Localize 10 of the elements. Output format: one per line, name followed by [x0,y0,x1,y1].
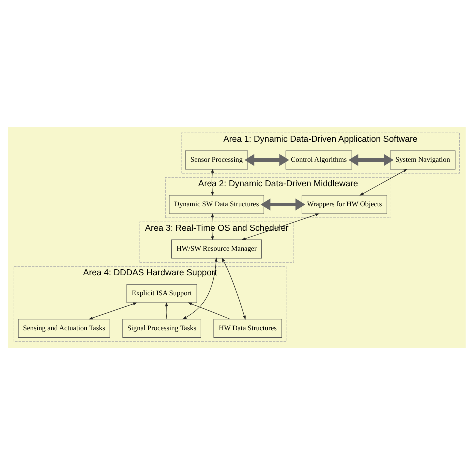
arrow [165,302,168,319]
arrow [244,154,290,166]
arrow [360,168,408,196]
arrow [88,302,138,320]
arrow [348,154,394,166]
arrow [182,257,218,320]
arrow [222,257,246,320]
arrow [242,213,320,240]
arrow [188,302,230,320]
arrow [260,198,306,210]
